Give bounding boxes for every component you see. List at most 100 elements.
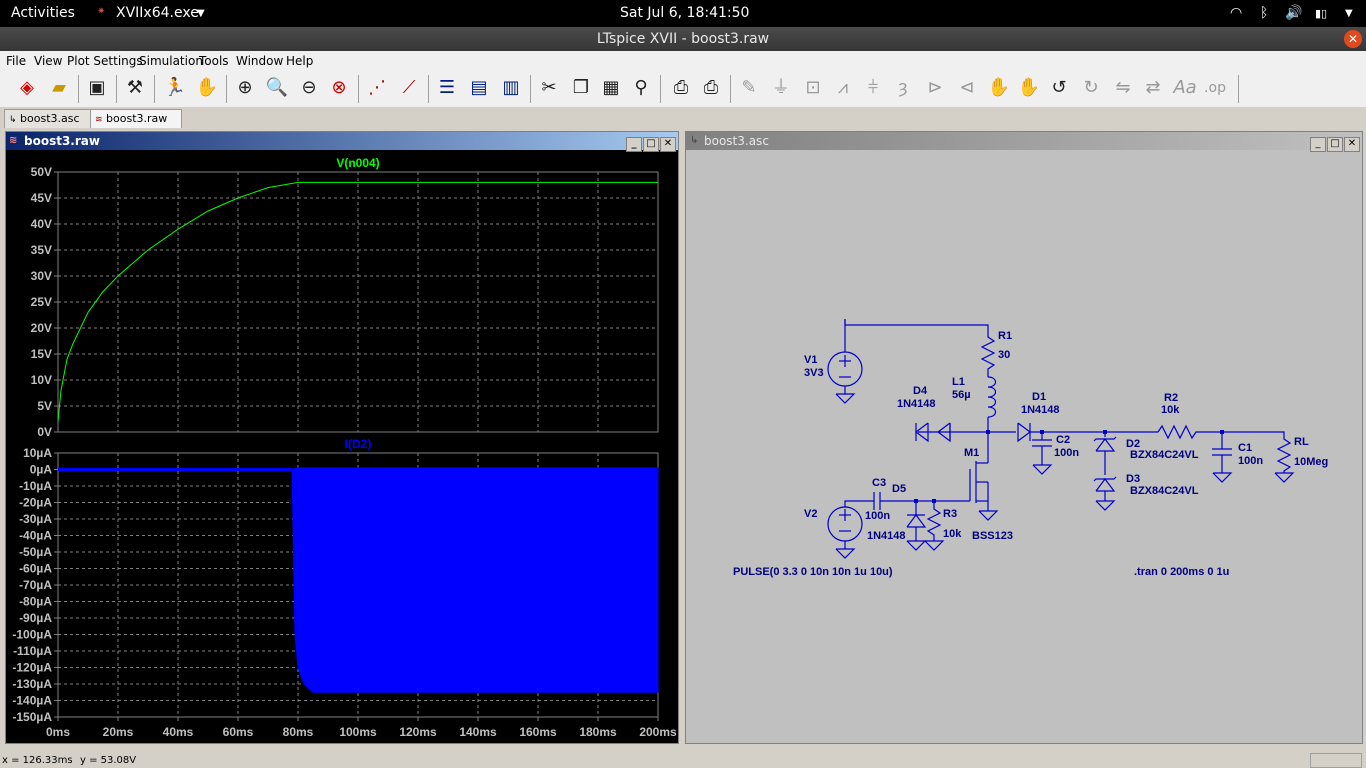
spice-directive-icon[interactable]: .op — [1204, 80, 1226, 96]
system-menu-arrow-icon[interactable]: ▼ — [1345, 8, 1353, 19]
app-menu-arrow-icon[interactable]: ▼ — [197, 8, 205, 19]
c3-ref[interactable]: C3 — [872, 477, 886, 489]
trace-v-n004[interactable] — [57, 181, 658, 422]
c1-value[interactable]: 100n — [1238, 455, 1263, 467]
mirror-icon[interactable]: ⇄ — [1145, 77, 1161, 98]
component-icon[interactable]: ⊲ — [959, 77, 975, 98]
rotate-icon[interactable]: ⇋ — [1115, 77, 1131, 98]
d1-ref[interactable]: D1 — [1032, 391, 1046, 403]
trace-i-d2-envelope[interactable] — [291, 467, 659, 693]
l1-value[interactable]: 56µ — [952, 389, 971, 401]
maximize-icon[interactable]: □ — [1327, 137, 1343, 152]
d1-value[interactable]: 1N4148 — [1021, 404, 1060, 416]
pick-visible-traces-icon[interactable]: ⟋ — [402, 77, 416, 98]
menu-view[interactable]: View — [34, 54, 63, 68]
zoom-out-icon[interactable]: ⊖ — [301, 77, 317, 98]
paste-icon[interactable]: ▦ — [602, 77, 620, 98]
minimize-icon[interactable]: _ — [1310, 137, 1326, 152]
v2-ref[interactable]: V2 — [804, 508, 817, 520]
d2-ref[interactable]: D2 — [1126, 438, 1140, 450]
find-binoculars-icon[interactable]: ⚲ — [634, 77, 648, 98]
r2-value[interactable]: 10k — [1161, 404, 1180, 416]
d5-value[interactable]: 1N4148 — [867, 530, 906, 542]
tran-directive[interactable]: .tran 0 200ms 0 1u — [1134, 566, 1229, 578]
cut-icon[interactable]: ✂ — [541, 77, 557, 98]
d5-ref[interactable]: D5 — [892, 483, 906, 495]
move-hand-icon[interactable]: ✋ — [987, 77, 1011, 98]
schematic-canvas[interactable]: R1 30 V1 3V3 L1 56µ D4 1N4148 D1 1N4148 … — [688, 151, 1360, 741]
autorange-icon[interactable]: ⋰ — [368, 77, 386, 98]
activities-button[interactable]: Activities — [11, 5, 75, 21]
tile-horizontal-icon[interactable]: ☰ — [438, 77, 456, 98]
label-net-icon[interactable]: ⊡ — [805, 77, 821, 98]
resistor-icon[interactable]: ⩘ — [837, 77, 849, 98]
menu-plot-settings[interactable]: Plot Settings — [67, 54, 143, 68]
zoom-in-icon[interactable]: ⊕ — [237, 77, 253, 98]
c3-value[interactable]: 100n — [865, 510, 890, 522]
zoom-fit-icon[interactable]: ⊗ — [331, 77, 347, 98]
new-schematic-icon[interactable]: ◈ — [20, 77, 34, 98]
zoom-pan-icon[interactable]: 🔍 — [265, 77, 289, 98]
m1-value[interactable]: BSS123 — [972, 530, 1013, 542]
ground-icon[interactable]: ⏚ — [772, 77, 790, 98]
capacitor-icon[interactable]: ⫩ — [867, 77, 879, 98]
minimize-icon[interactable]: _ — [626, 137, 642, 152]
menu-help[interactable]: Help — [286, 54, 314, 68]
l1-ref[interactable]: L1 — [952, 376, 965, 388]
text-icon[interactable]: Aa — [1173, 77, 1197, 98]
run-icon[interactable]: 🏃 — [163, 77, 187, 98]
c2-value[interactable]: 100n — [1054, 447, 1079, 459]
rl-ref[interactable]: RL — [1294, 436, 1309, 448]
c2-ref[interactable]: C2 — [1056, 434, 1070, 446]
schematic-window-titlebar[interactable]: ↳ boost3.asc _□✕ — [686, 132, 1362, 152]
drag-hand-icon[interactable]: ✋ — [1017, 77, 1041, 98]
waveform-plot[interactable]: V(n004)0V5V10V15V20V25V30V35V40V45V50VI(… — [6, 151, 678, 743]
v1-ref[interactable]: V1 — [804, 354, 817, 366]
v1-value[interactable]: 3V3 — [804, 367, 824, 379]
battery-icon[interactable]: ▮▯ — [1315, 7, 1328, 20]
close-icon[interactable]: ✕ — [1344, 137, 1360, 152]
halt-hand-icon[interactable]: ✋ — [195, 77, 219, 98]
print-preview-icon[interactable]: ⎙ — [673, 77, 689, 98]
r3-ref[interactable]: R3 — [943, 508, 957, 520]
r3-value[interactable]: 10k — [943, 528, 962, 540]
c1-ref[interactable]: C1 — [1238, 442, 1252, 454]
r2-ref[interactable]: R2 — [1164, 392, 1178, 404]
undo-icon[interactable]: ↺ — [1051, 77, 1067, 98]
r1-value[interactable]: 30 — [998, 349, 1010, 361]
menu-window[interactable]: Window — [236, 54, 284, 68]
menu-simulation[interactable]: Simulation — [139, 54, 203, 68]
wifi-icon[interactable]: ◠ — [1230, 5, 1243, 21]
d2-value[interactable]: BZX84C24VL — [1130, 449, 1199, 461]
pulse-text[interactable]: PULSE(0 3.3 0 10n 10n 1u 10u) — [733, 566, 893, 578]
rl-value[interactable]: 10Meg — [1294, 456, 1328, 468]
control-panel-icon[interactable]: ⚒ — [126, 77, 144, 98]
clock[interactable]: Sat Jul 6, 18:41:50 — [620, 5, 750, 21]
copy-icon[interactable]: ❐ — [572, 77, 590, 98]
tile-vertical-icon[interactable]: ▤ — [470, 77, 488, 98]
plot-window-titlebar[interactable]: ≋ boost3.raw _□✕ — [6, 132, 678, 152]
m1-ref[interactable]: M1 — [964, 447, 979, 459]
tab-boost3-raw[interactable]: ≋ boost3.raw — [90, 109, 182, 128]
open-folder-icon[interactable]: ▰ — [52, 77, 66, 98]
save-icon[interactable]: ▣ — [88, 77, 106, 98]
draw-wire-icon[interactable]: ✎ — [741, 77, 757, 98]
close-icon[interactable]: ✕ — [1344, 30, 1362, 48]
r1-ref[interactable]: R1 — [998, 330, 1012, 342]
d4-value[interactable]: 1N4148 — [897, 398, 936, 410]
inductor-icon[interactable]: ȝ — [898, 77, 908, 98]
tab-boost3-asc[interactable]: ↳ boost3.asc — [4, 109, 94, 128]
d3-ref[interactable]: D3 — [1126, 473, 1140, 485]
redo-icon[interactable]: ↻ — [1083, 77, 1099, 98]
diode-icon[interactable]: ⊳ — [927, 77, 943, 98]
menu-tools[interactable]: Tools — [199, 54, 229, 68]
app-menu-button[interactable]: XVIIx64.exe — [116, 5, 199, 21]
d3-value[interactable]: BZX84C24VL — [1130, 485, 1199, 497]
volume-icon[interactable]: 🔊 — [1285, 5, 1303, 21]
d4-ref[interactable]: D4 — [913, 385, 928, 397]
cascade-windows-icon[interactable]: ▥ — [502, 77, 520, 98]
bluetooth-icon[interactable]: ᛒ — [1260, 5, 1269, 21]
print-icon[interactable]: ⎙ — [703, 77, 719, 98]
close-icon[interactable]: ✕ — [660, 137, 676, 152]
maximize-icon[interactable]: □ — [643, 137, 659, 152]
